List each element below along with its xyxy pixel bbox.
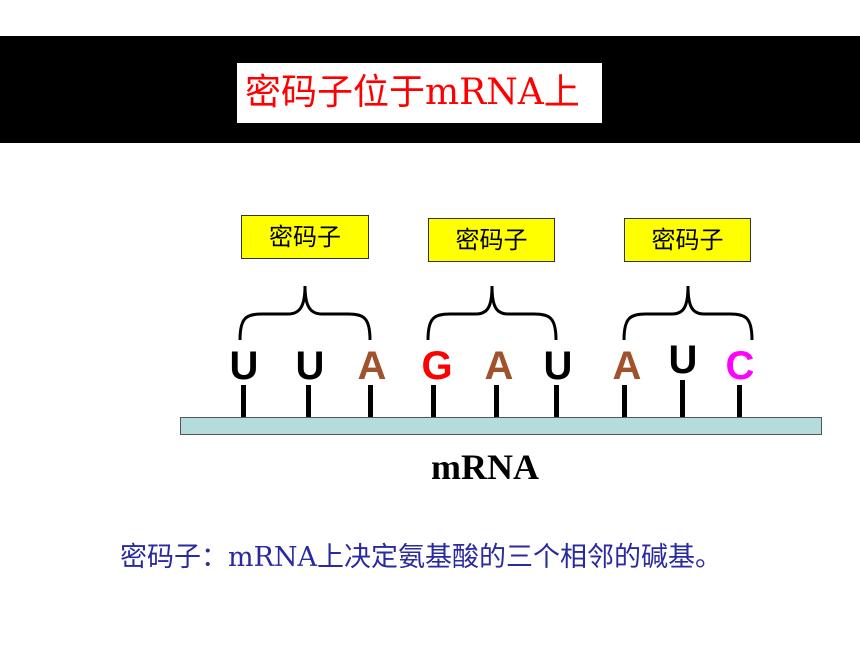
mrna-strand xyxy=(180,417,822,435)
codon-brace-2 xyxy=(426,285,558,341)
page-title: 密码子位于mRNA上 xyxy=(237,63,602,123)
base-stem-2 xyxy=(306,385,311,417)
codon-brace-1 xyxy=(238,285,372,341)
base-4: G xyxy=(421,344,453,388)
base-5: A xyxy=(484,344,514,388)
base-7: A xyxy=(612,344,642,388)
base-stem-8 xyxy=(680,380,685,417)
base-3: A xyxy=(357,344,387,388)
base-stem-5 xyxy=(494,385,499,417)
base-9: C xyxy=(725,344,755,388)
base-stem-7 xyxy=(622,385,627,417)
base-1: U xyxy=(229,344,259,388)
base-stem-4 xyxy=(431,385,436,417)
base-stem-6 xyxy=(554,385,559,417)
base-2: U xyxy=(295,344,325,388)
codon-brace-3 xyxy=(622,285,754,341)
codon-label-1: 密码子 xyxy=(241,215,369,259)
mrna-label: mRNA xyxy=(431,447,539,487)
codon-label-2: 密码子 xyxy=(428,218,555,262)
base-stem-1 xyxy=(241,385,246,417)
base-stem-9 xyxy=(737,385,742,417)
base-6: U xyxy=(543,344,573,388)
base-8: U xyxy=(668,338,698,382)
definition-text: 密码子：mRNA上决定氨基酸的三个相邻的碱基。 xyxy=(120,542,723,573)
codon-label-3: 密码子 xyxy=(624,218,751,262)
base-stem-3 xyxy=(368,385,373,417)
